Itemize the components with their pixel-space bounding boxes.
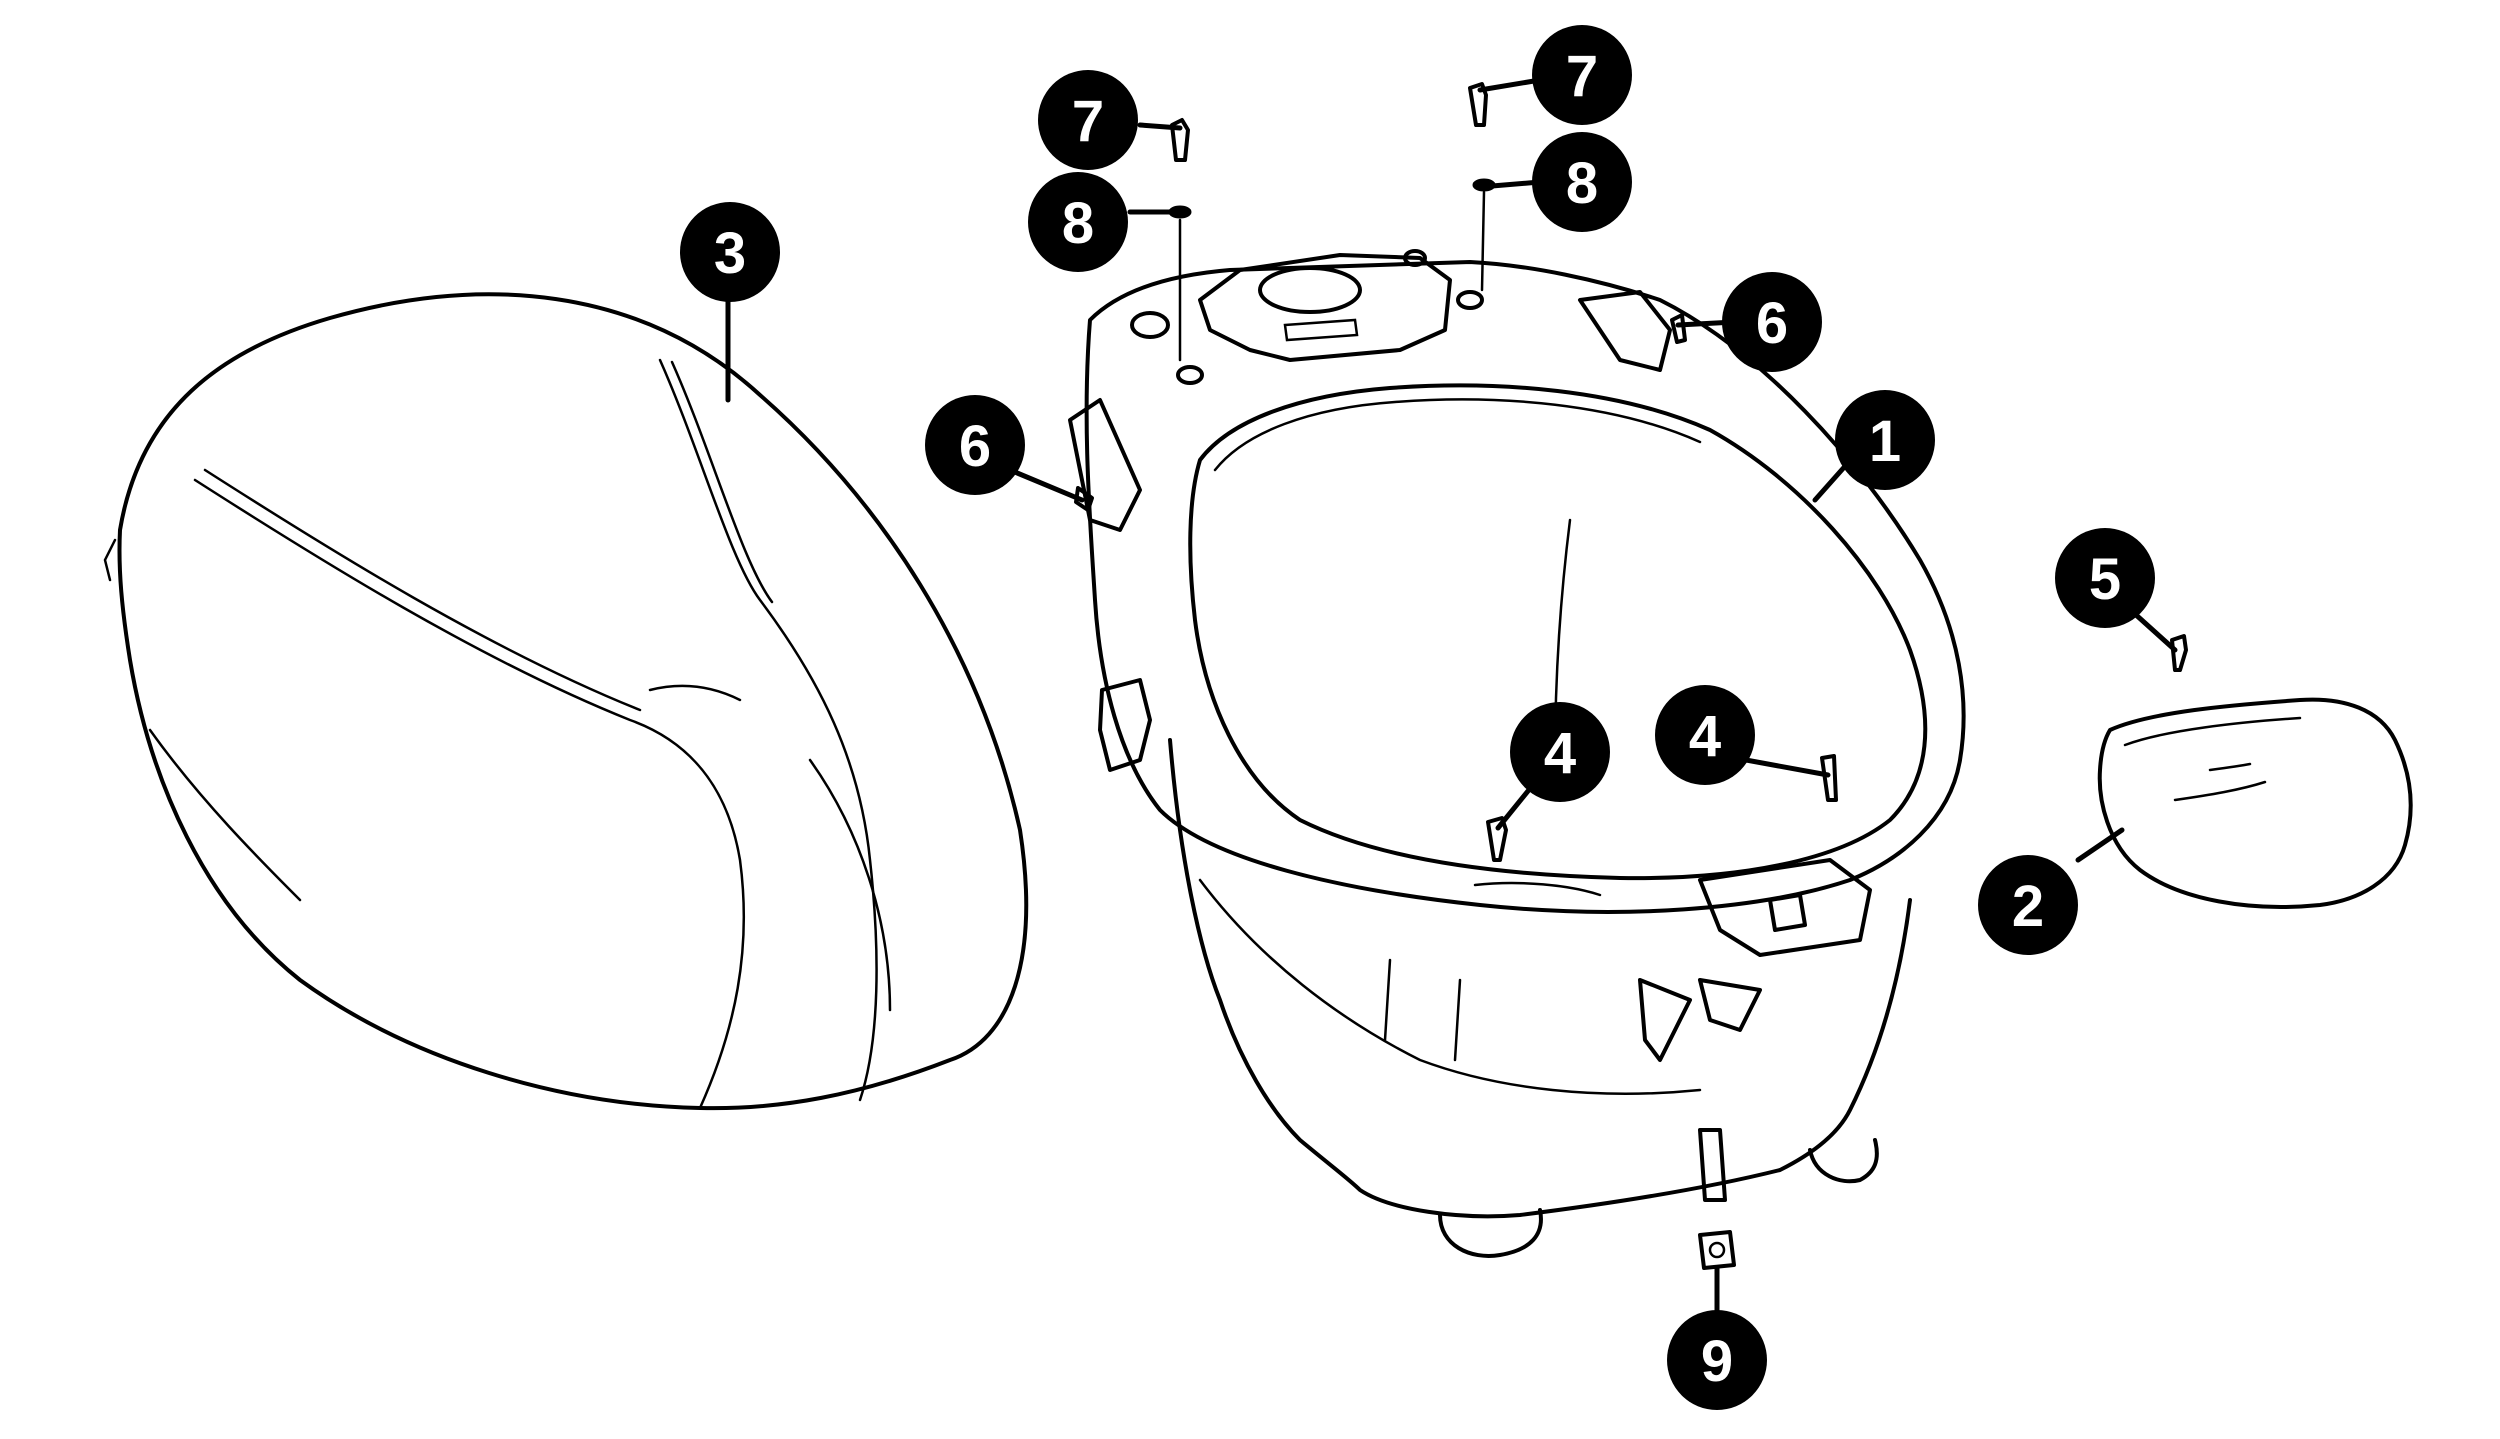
callout-4b-label: 4 [1689, 704, 1721, 769]
callout-5-label: 5 [2089, 547, 2121, 612]
screw-7a [1170, 118, 1190, 162]
callout-8b: 8 [1532, 132, 1632, 232]
callout-6b: 6 [1722, 272, 1822, 372]
callout-8a-label: 8 [1062, 191, 1094, 256]
callout-8a: 8 [1028, 172, 1128, 272]
callout-7b: 7 [1532, 25, 1632, 125]
callout-5: 5 [2055, 528, 2155, 628]
clip-4b [1820, 754, 1838, 802]
callout-6a-label: 6 [959, 414, 991, 479]
callout-1: 1 [1835, 390, 1935, 490]
callout-1-label: 1 [1869, 409, 1901, 474]
fasteners [1074, 82, 2188, 1270]
callout-4b: 4 [1655, 685, 1755, 785]
seat-cushion [103, 292, 1029, 1111]
nut-9 [1698, 1230, 1736, 1270]
clip-6b [1670, 313, 1687, 344]
callout-3: 3 [680, 202, 780, 302]
callout-6a: 6 [925, 395, 1025, 495]
screw-5 [2170, 634, 2188, 672]
callout-9: 9 [1667, 1310, 1767, 1410]
callout-4a-label: 4 [1544, 721, 1576, 786]
callout-3-label: 3 [714, 221, 746, 286]
callout-2-label: 2 [2012, 874, 2044, 939]
callout-6b-label: 6 [1756, 291, 1788, 356]
callout-2: 2 [1978, 855, 2078, 955]
callout-7b-label: 7 [1566, 44, 1598, 109]
screw-7b [1468, 82, 1488, 127]
callout-7a-label: 7 [1072, 89, 1104, 154]
clip-4a [1486, 816, 1508, 862]
small-lid-cover [2097, 697, 2413, 909]
callout-7a: 7 [1038, 70, 1138, 170]
callout-8b-label: 8 [1566, 151, 1598, 216]
callout-9-label: 9 [1701, 1329, 1733, 1394]
callout-4a: 4 [1510, 702, 1610, 802]
